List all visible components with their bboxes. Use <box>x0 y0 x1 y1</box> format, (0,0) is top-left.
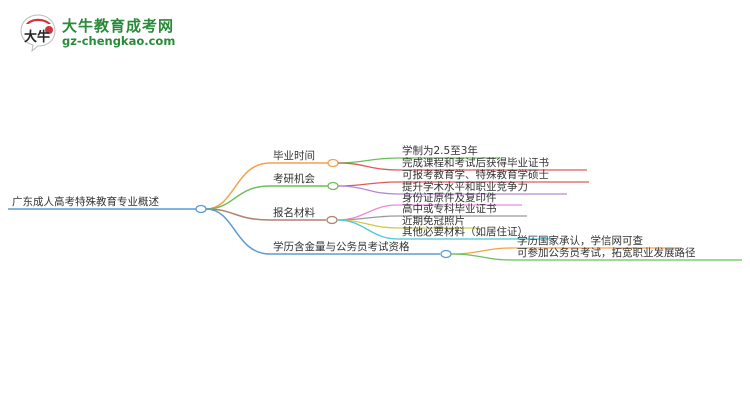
leaf-diploma[interactable]: 完成课程和考试后获得毕业证书 <box>402 157 549 169</box>
leaf-state-recognized[interactable]: 学历国家承认，学信网可查 <box>517 235 643 247</box>
logo-badge-icon <box>20 14 56 52</box>
mindmap-root-node[interactable]: 广东成人高考特殊教育专业概述 <box>12 196 159 208</box>
branch-graduation-time[interactable]: 毕业时间 <box>273 150 315 162</box>
leaf-competitiveness[interactable]: 提升学术水平和职业竞争力 <box>402 181 528 193</box>
leaf-civil-service[interactable]: 可参加公务员考试，拓宽职业发展路径 <box>517 247 696 259</box>
logo-title: 大牛教育成考网 <box>62 17 175 35</box>
branch-degree-value[interactable]: 学历含金量与公务员考试资格 <box>273 241 410 253</box>
leaf-photo[interactable]: 近期免冠照片 <box>402 215 465 227</box>
branch-postgrad-opportunity[interactable]: 考研机会 <box>273 173 315 185</box>
leaf-master-options[interactable]: 可报考教育学、特殊教育学硕士 <box>402 169 549 181</box>
leaf-study-duration[interactable]: 学制为2.5至3年 <box>402 145 478 157</box>
leaf-id-card[interactable]: 身份证原件及复印件 <box>402 192 497 204</box>
site-logo[interactable]: 大牛 大牛教育成考网 gz-chengkao.com <box>18 12 218 56</box>
branch-application-materials[interactable]: 报名材料 <box>273 207 315 219</box>
logo-badge-text: 大牛 <box>24 30 51 45</box>
leaf-other-materials[interactable]: 其他必要材料（如居住证） <box>402 226 528 238</box>
logo-url: gz-chengkao.com <box>62 34 176 48</box>
leaf-diploma-certificate[interactable]: 高中或专科毕业证书 <box>402 203 497 215</box>
